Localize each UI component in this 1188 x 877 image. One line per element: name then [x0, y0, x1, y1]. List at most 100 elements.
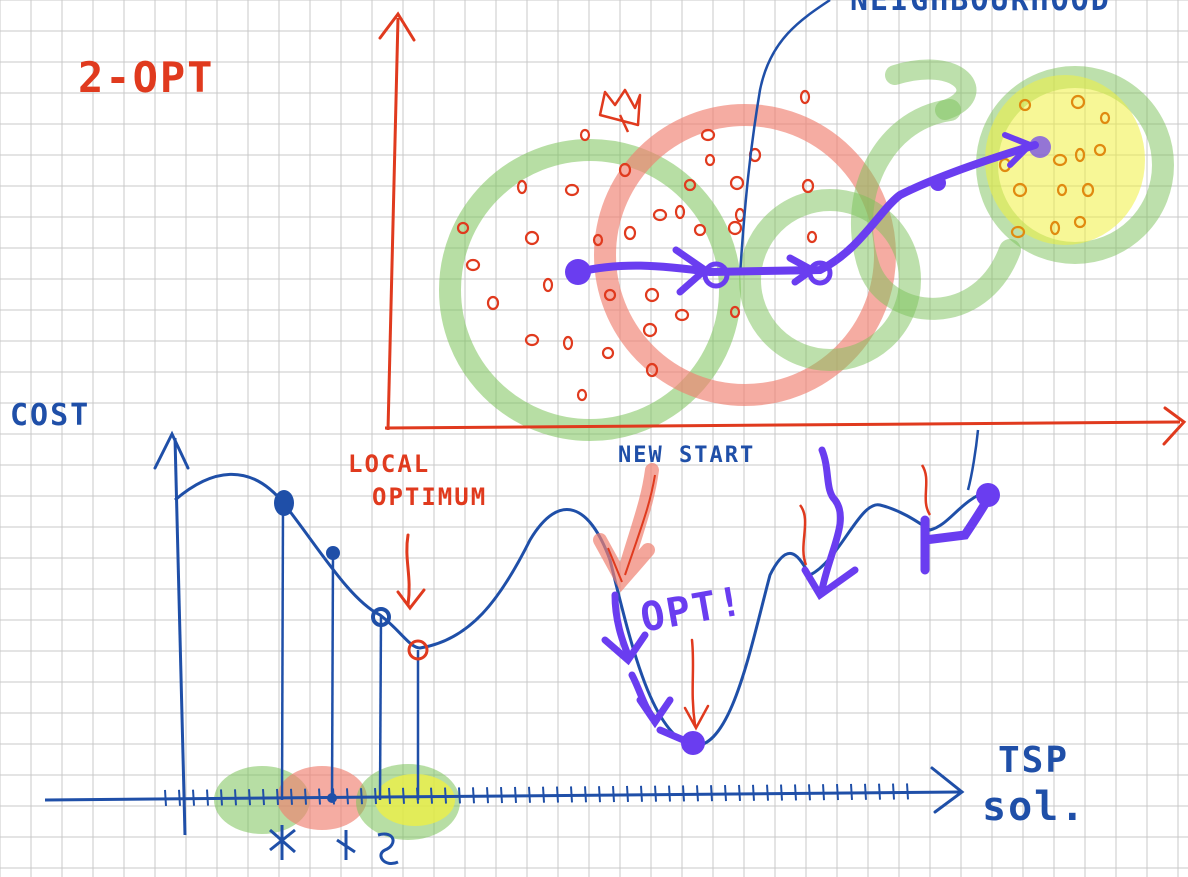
axis-tick [668, 785, 671, 802]
axis-tick [808, 784, 811, 801]
star-mark-1-icon [269, 825, 296, 860]
candidate-solution-dot [524, 333, 540, 347]
candidate-solution-dot [1010, 225, 1026, 239]
candidate-solution-dot [727, 220, 743, 236]
search-path [574, 141, 1039, 277]
candidate-solution-dot [576, 388, 588, 402]
candidate-solution-dot [516, 179, 528, 195]
axis-tick [262, 789, 265, 806]
candidate-solution-dot [1018, 98, 1032, 112]
search-start-node [565, 259, 591, 285]
axis-tick [472, 787, 475, 804]
axis-tick [402, 787, 405, 804]
axis-tick [878, 783, 881, 800]
candidate-solution-dot [683, 178, 697, 192]
axis-tick [388, 787, 391, 805]
axis-tick [528, 786, 531, 803]
axis-tick [486, 787, 489, 804]
candidate-solution-dot [579, 128, 591, 142]
new-start-label: NEW START [618, 443, 755, 468]
axis-tick [766, 784, 769, 801]
axis-tick [682, 785, 685, 802]
axis-tick [654, 785, 657, 802]
candidate-solution-dot [642, 322, 658, 338]
axis-tick [640, 785, 643, 802]
local-optimum-arrow [396, 533, 426, 611]
axis-tick [598, 786, 601, 803]
axis-tick [542, 786, 545, 803]
cost-x-arrowhead [930, 766, 965, 814]
axis-tick [626, 785, 629, 802]
axis-tick [458, 787, 461, 804]
candidate-solution-dot [1099, 111, 1111, 125]
solution-space-y-axis [386, 17, 400, 431]
candidate-solution-dot [1074, 147, 1086, 163]
solution-space-x-arrowhead [1162, 406, 1187, 446]
axis-tick [304, 788, 307, 805]
crown-mark-icon [598, 88, 642, 133]
axis-tick [724, 784, 727, 802]
axis-tick [248, 789, 251, 806]
candidate-solutions [456, 89, 1111, 402]
candidate-solution-dot [1056, 183, 1068, 197]
descent-path [601, 591, 692, 746]
candidate-solution-dot [729, 305, 741, 319]
axis-tick [234, 789, 237, 806]
neighbourhood-circle-green-2 [739, 189, 921, 371]
perturbation-arrow-2-red [920, 464, 932, 516]
local-optimum-label-line2: OPTIMUM [372, 483, 487, 511]
axis-tick [780, 784, 783, 801]
cost-y-arrowhead [153, 430, 190, 470]
candidate-solution-dot [729, 175, 745, 191]
axis-highlight-yellow [375, 774, 455, 826]
axis-tick [178, 789, 181, 806]
candidate-solution-dot [801, 178, 815, 194]
axis-tick [374, 788, 377, 805]
axis-tick [290, 788, 293, 805]
axis-tick [710, 785, 713, 802]
candidate-solution-dot [1093, 143, 1107, 157]
local-optimum-point [407, 639, 429, 661]
tsp-label-line1: TSP [998, 740, 1069, 781]
axis-tick [360, 788, 363, 805]
opt-label: OPT! [637, 578, 748, 641]
axis-tick [822, 784, 825, 801]
axis-tick [318, 788, 321, 805]
tsp-label-line2: sol. [982, 784, 1086, 830]
perturbation-arrow-1 [801, 446, 859, 601]
cost-landscape-panel: COST LOCAL OPTIMUM NEW START OPT! TSP so… [10, 398, 1086, 865]
local-optimum-label-line1: LOCAL [348, 450, 430, 478]
axis-tick [570, 786, 573, 803]
axis-tick [276, 788, 279, 806]
perturbation-arrow-2-blue [966, 429, 980, 491]
search-arrowhead-1 [672, 246, 711, 296]
cost-y-axis [173, 437, 187, 836]
axis-tick [430, 787, 433, 804]
cost-curve [174, 472, 991, 748]
candidate-solution-dot [674, 308, 690, 322]
candidate-solution-dot [592, 233, 604, 247]
candidate-solution-dot [486, 295, 500, 311]
curve-point-2 [326, 546, 340, 560]
axis-tick [556, 786, 559, 803]
candidate-solution-dot [623, 225, 637, 241]
axis-tick [696, 785, 699, 802]
axis-tick [500, 786, 503, 804]
perturbation-arrow-2 [920, 490, 995, 575]
star-mark-3-icon [377, 832, 399, 865]
axis-tick [850, 783, 853, 801]
candidate-solution-dot [734, 207, 746, 223]
axis-tick [220, 789, 223, 806]
axis-tick [612, 785, 615, 803]
axis-tick [892, 783, 895, 800]
candidate-solution-dot [465, 258, 481, 272]
global-optimum-point [681, 731, 705, 755]
candidate-solution-dot [618, 162, 632, 178]
candidate-solution-dot [652, 208, 668, 222]
projection-line-2 [330, 551, 335, 801]
axis-tick [836, 784, 839, 801]
neighbourhood-circle-green-3 [851, 99, 1021, 320]
candidate-solution-dot [564, 183, 580, 197]
solution-space-x-axis [384, 420, 1181, 430]
